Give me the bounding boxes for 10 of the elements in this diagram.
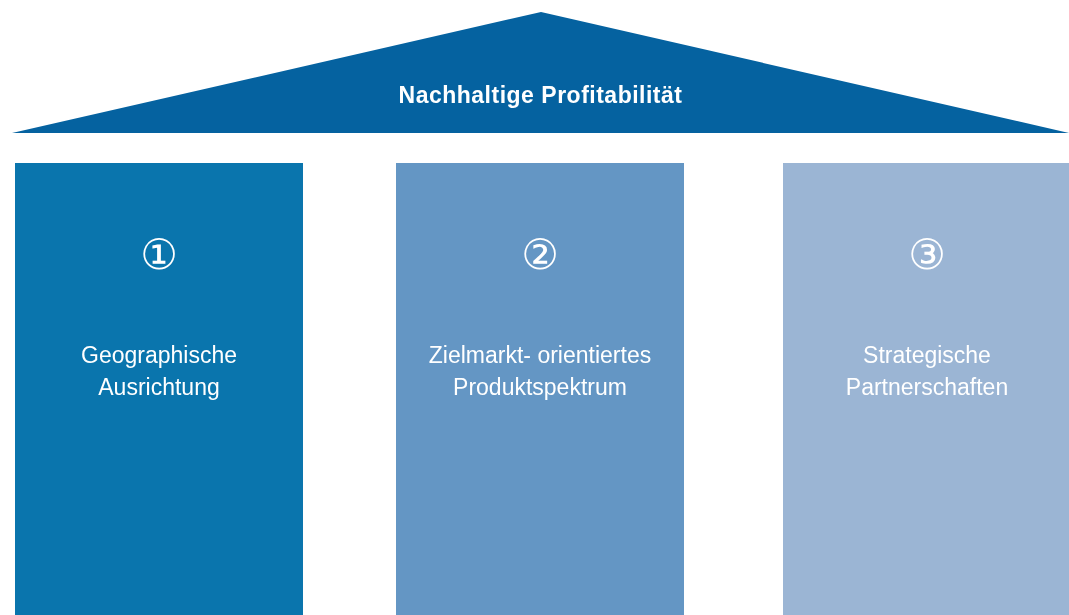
circled-number: ② xyxy=(521,231,559,279)
circled-number: ③ xyxy=(908,231,946,279)
pillar-box xyxy=(783,163,1069,615)
pillar-box xyxy=(15,163,303,615)
roof-title: Nachhaltige Profitabilität xyxy=(397,82,684,109)
pillar-label: Geographische Ausrichtung xyxy=(80,341,238,402)
pillar-box xyxy=(396,163,684,615)
circled-number: ① xyxy=(140,231,178,279)
pillar-label: Zielmarkt- orientiertes Produktspektrum xyxy=(427,341,653,402)
pillar-label: Strategische Partnerschaften xyxy=(844,341,1010,402)
